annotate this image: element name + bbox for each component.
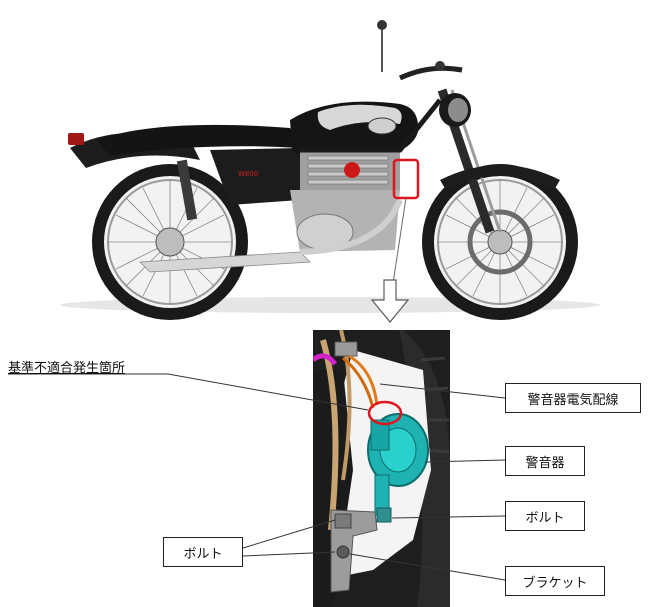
svg-text:W800: W800	[238, 170, 258, 178]
horn-wiring-label: 警音器電気配線	[505, 383, 641, 413]
motorcycle-illustration: W800	[60, 20, 600, 323]
rear-wheel	[92, 164, 248, 320]
down-arrow-icon	[370, 279, 410, 323]
defect-location-label: 基準不適合発生箇所	[8, 361, 126, 376]
horn-assembly-closeup	[313, 330, 450, 607]
bolt-left-label: ボルト	[163, 537, 243, 567]
bolt-right-label: ボルト	[505, 501, 585, 531]
defect-highlight-ellipse	[367, 400, 403, 426]
bracket-label: ブラケット	[505, 566, 605, 596]
horn-label: 警音器	[505, 446, 585, 476]
front-wheel	[422, 164, 578, 320]
